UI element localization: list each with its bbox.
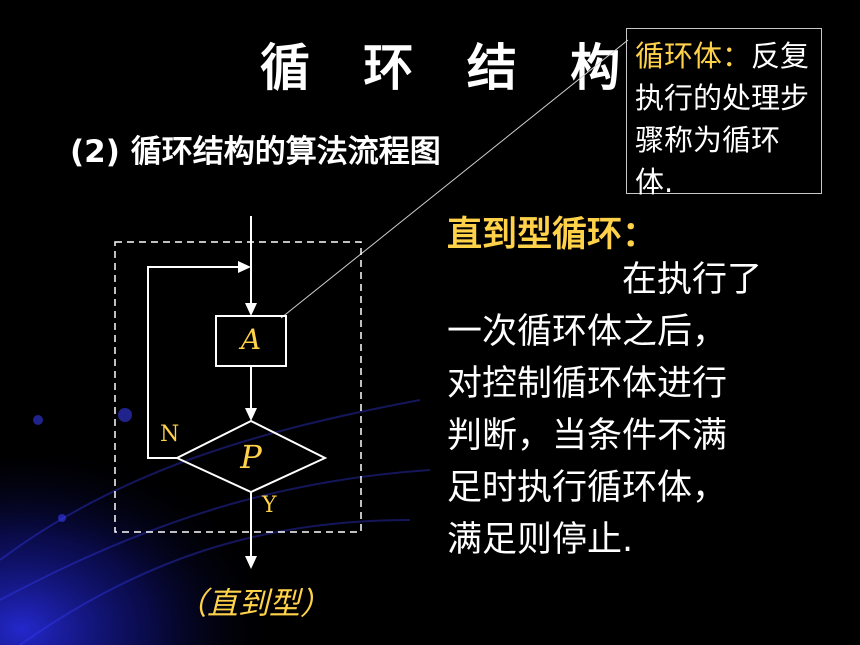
exit-arrowhead	[245, 556, 257, 569]
loop-back-line	[147, 266, 240, 459]
explanation-line: 一次循环体之后，	[447, 312, 728, 352]
condition-label: P	[239, 438, 262, 476]
explanation-text: 在执行了 一次循环体之后， 对控制循环体进行 判断，当条件不满 足时执行循环体，…	[447, 254, 797, 566]
explanation-line: 满足则停止.	[447, 520, 634, 560]
explanation-line: 足时执行循环体，	[447, 468, 728, 508]
note-keyword: 循环体：	[635, 39, 752, 73]
explanation-line: 在执行了	[622, 260, 763, 300]
page-title: 循 环 结 构	[260, 39, 639, 97]
section-subtitle: (2) 循环结构的算法流程图	[70, 134, 441, 170]
flowchart-caption: （直到型）	[176, 586, 331, 622]
note-pointer-line	[280, 39, 629, 319]
definition-note-box: 循环体：反复执行的处理步骤称为循环体.	[626, 28, 822, 199]
entry-arrowhead	[245, 303, 257, 316]
until-loop-heading: 直到型循环：	[447, 215, 658, 255]
loop-back-arrowhead	[238, 261, 251, 273]
explanation-line: 对控制循环体进行	[447, 364, 728, 404]
loop-boundary	[114, 241, 362, 533]
process-label: A	[238, 323, 261, 356]
note-text: 反复执行的处理步骤称为循环体.	[635, 39, 810, 199]
decision-arrowhead	[245, 408, 257, 421]
yes-branch-label: Y	[261, 493, 277, 518]
explanation-line: 判断，当条件不满	[447, 416, 728, 456]
no-branch-label: N	[160, 422, 179, 447]
